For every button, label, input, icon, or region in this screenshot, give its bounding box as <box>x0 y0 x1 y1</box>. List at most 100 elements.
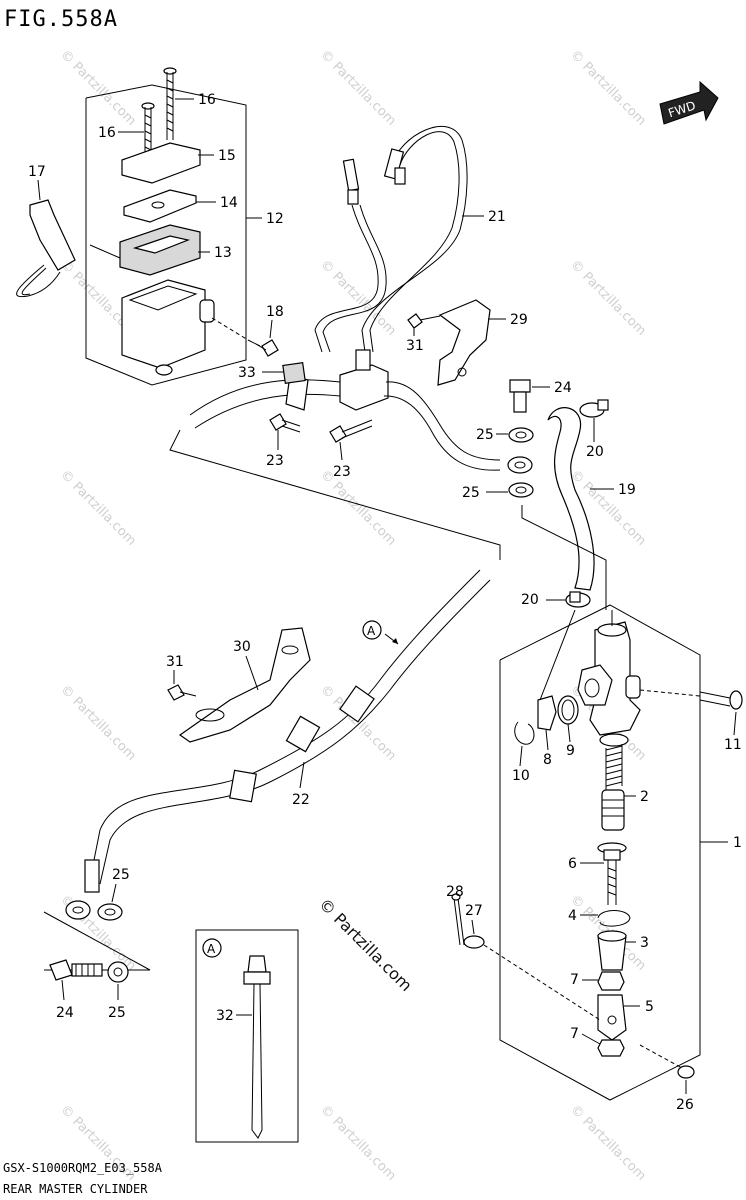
callout-5: 5 <box>645 999 654 1015</box>
watermark: © Partzilla.com <box>567 47 649 129</box>
hose-clip-20-lower <box>565 591 591 608</box>
callout-12: 12 <box>266 211 284 227</box>
hose-junction-block <box>339 364 389 411</box>
callout-15: 15 <box>218 148 236 164</box>
reservoir-group-outline <box>85 84 247 386</box>
pin-26 <box>639 1044 695 1079</box>
watermark: © Partzilla.com <box>317 467 399 549</box>
callout-6: 6 <box>568 856 577 872</box>
clamp-33 <box>282 362 306 384</box>
callout-10: 10 <box>512 768 530 784</box>
washer-25 <box>508 427 534 443</box>
callout-33: 33 <box>238 365 256 381</box>
callout-8: 8 <box>543 752 552 768</box>
callout-1: 1 <box>733 835 742 851</box>
fwd-arrow-badge: FWD <box>659 80 719 125</box>
callout-9: 9 <box>566 743 575 759</box>
callout-24b: 24 <box>56 1005 74 1021</box>
watermark: © Partzilla.com <box>567 257 649 339</box>
upper-hose-group <box>89 126 609 610</box>
watermark: © Partzilla.com <box>57 47 139 129</box>
hose-grommet <box>285 715 321 753</box>
callout-3: 3 <box>640 935 649 951</box>
tie-strap <box>243 955 271 1139</box>
watermark: © Partzilla.com <box>57 467 139 549</box>
callout-7a: 7 <box>570 972 579 988</box>
screw-31-lower <box>167 684 185 701</box>
watermark: © Partzilla.com <box>317 1102 399 1184</box>
view-marker: A <box>367 624 376 638</box>
callout-27: 27 <box>465 903 483 919</box>
reservoir-hose <box>547 407 595 591</box>
hose-clip-20-upper <box>579 399 609 418</box>
callout-4: 4 <box>568 908 577 924</box>
master-cylinder-assembly <box>451 604 743 1101</box>
callout-31b: 31 <box>166 654 184 670</box>
watermark: © Partzilla.com <box>567 1102 649 1184</box>
callout-24a: 24 <box>554 380 572 396</box>
clevis <box>597 994 627 1041</box>
callout-14: 14 <box>220 195 238 211</box>
banjo-fitting <box>507 456 533 474</box>
callout-25d: 25 <box>108 1005 126 1021</box>
piston <box>601 789 625 831</box>
brake-hose-21a <box>314 204 379 353</box>
banjo-fitting-lower <box>65 900 91 920</box>
circlip <box>597 910 631 927</box>
callout-18: 18 <box>266 304 284 320</box>
view-a-box <box>195 929 299 1143</box>
screw-16-long <box>163 67 177 140</box>
callout-25a: 25 <box>476 427 494 443</box>
cap-plate <box>123 189 197 223</box>
screw-31-upper <box>407 313 441 329</box>
callout-16a: 16 <box>198 92 216 108</box>
reservoir-body <box>121 279 206 369</box>
view-a-inset: A <box>195 929 299 1143</box>
callout-28: 28 <box>446 884 464 900</box>
washer-25 <box>508 482 534 498</box>
hose-fitting <box>537 695 557 731</box>
callout-labels: 1 2 3 4 5 6 7 7 8 9 10 11 12 13 14 15 16… <box>28 92 742 1113</box>
circlip-10 <box>514 721 535 745</box>
master-cylinder-outline <box>499 604 701 1101</box>
callout-30: 30 <box>233 639 251 655</box>
spring <box>605 744 623 790</box>
washer-25 <box>107 961 129 983</box>
callout-7b: 7 <box>570 1026 579 1042</box>
washer-25 <box>97 903 123 921</box>
callout-26: 26 <box>676 1097 694 1113</box>
callout-25b: 25 <box>462 485 480 501</box>
callout-16b: 16 <box>98 125 116 141</box>
hose-grommet <box>339 685 375 723</box>
watermark-center: © Partzilla.com <box>315 894 416 995</box>
bolt-23-left <box>269 413 301 433</box>
callout-29: 29 <box>510 312 528 328</box>
model-code: GSX-S1000RQM2_E03_558A <box>3 1161 163 1175</box>
figure-title: FIG.558A <box>4 7 118 32</box>
callout-11: 11 <box>724 737 742 753</box>
watermark: © Partzilla.com <box>57 682 139 764</box>
master-cylinder-body <box>589 621 641 736</box>
callout-32: 32 <box>216 1008 234 1024</box>
reservoir-cap <box>121 142 201 184</box>
callout-23a: 23 <box>266 453 284 469</box>
bolt-24-lower <box>49 959 103 981</box>
callout-23b: 23 <box>333 464 351 480</box>
bolt-11 <box>639 689 743 710</box>
callout-25c: 25 <box>112 867 130 883</box>
bracket-29 <box>437 299 491 386</box>
callout-19: 19 <box>618 482 636 498</box>
pushrod <box>597 842 627 905</box>
reservoir-assembly <box>16 67 279 386</box>
watermark: © Partzilla.com <box>317 47 399 129</box>
bolt-18 <box>211 317 279 357</box>
callout-20b: 20 <box>521 592 539 608</box>
callout-13: 13 <box>214 245 232 261</box>
callout-17: 17 <box>28 164 46 180</box>
callout-21: 21 <box>488 209 506 225</box>
nut-7 <box>597 971 625 991</box>
nut-7 <box>597 1039 625 1057</box>
bolt-24-upper <box>509 379 531 413</box>
brake-hose-21b <box>361 126 468 353</box>
